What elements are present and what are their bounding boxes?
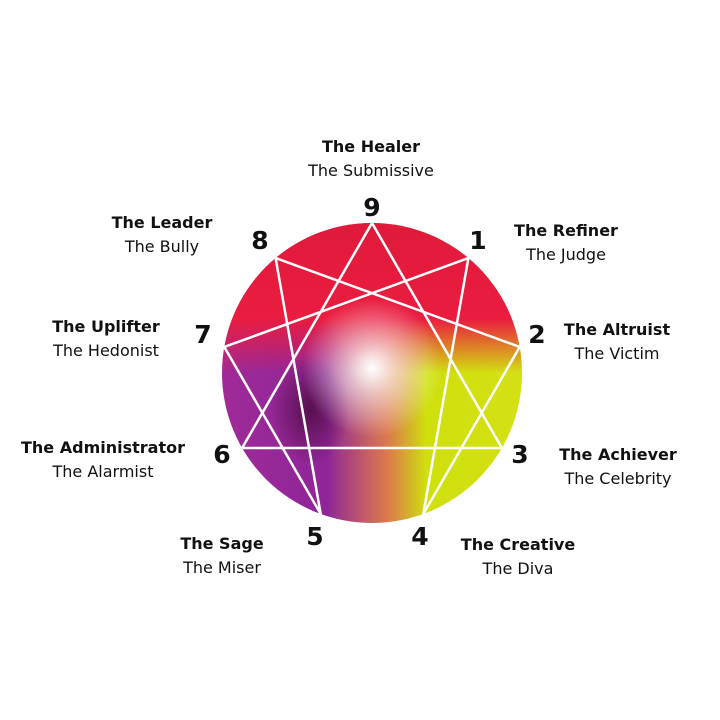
circle-fill xyxy=(222,223,522,523)
type-name: The Creative xyxy=(460,535,576,554)
type-name: The Sage xyxy=(180,534,264,553)
type-shadow: The Bully xyxy=(124,237,200,256)
type-name: The Administrator xyxy=(21,438,185,457)
point-number-6: 6 xyxy=(213,440,231,469)
enneagram-triangle xyxy=(240,221,504,450)
type-name: The Achiever xyxy=(559,445,677,464)
enneagram-lines xyxy=(223,221,521,516)
point-number-2: 2 xyxy=(528,320,546,349)
type-name: The Altruist xyxy=(563,320,671,339)
type-shadow: The Miser xyxy=(183,558,261,577)
point-number-8: 8 xyxy=(251,226,269,255)
type-shadow: The Hedonist xyxy=(53,341,159,360)
point-number-7: 7 xyxy=(194,320,212,349)
type-shadow: The Submissive xyxy=(308,161,434,180)
type-shadow: The Alarmist xyxy=(52,462,154,481)
type-shadow: The Judge xyxy=(526,245,606,264)
point-number-9: 9 xyxy=(363,193,381,222)
point-number-4: 4 xyxy=(411,522,429,551)
point-number-3: 3 xyxy=(511,440,529,469)
type-shadow: The Victim xyxy=(574,344,660,363)
type-name: The Refiner xyxy=(514,221,618,240)
type-name: The Uplifter xyxy=(52,317,160,336)
type-shadow: The Diva xyxy=(482,559,554,578)
type-name: The Healer xyxy=(321,137,420,156)
point-number-1: 1 xyxy=(469,226,487,255)
type-name: The Leader xyxy=(111,213,213,232)
type-shadow: The Celebrity xyxy=(564,469,672,488)
enneagram-hexad xyxy=(223,256,521,516)
point-number-5: 5 xyxy=(306,522,324,551)
